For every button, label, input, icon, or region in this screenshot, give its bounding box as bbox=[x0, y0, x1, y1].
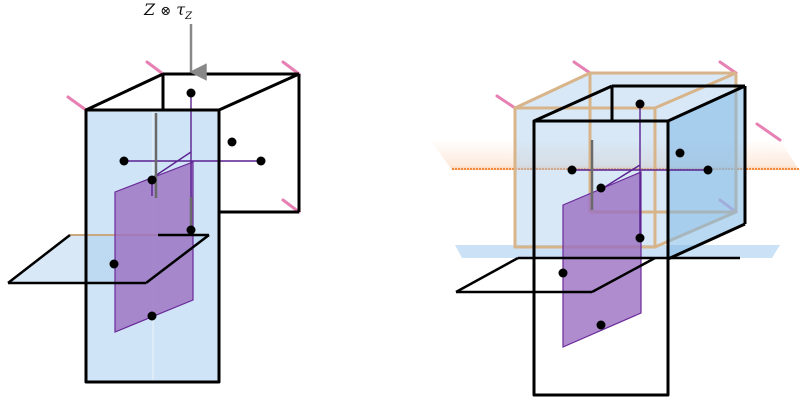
annotation-operator: ⊗ bbox=[160, 4, 172, 19]
left-corner-ticks bbox=[66, 60, 301, 214]
left-cube-frame bbox=[84, 72, 301, 384]
left-points bbox=[109, 88, 266, 321]
annotation-tau: τ bbox=[176, 0, 186, 19]
annotation-subscript: Z bbox=[185, 11, 193, 23]
right-diagram bbox=[430, 60, 799, 397]
annotation-symbol: Z bbox=[144, 0, 156, 19]
right-purple-plane bbox=[562, 171, 642, 348]
right-points bbox=[558, 99, 713, 330]
left-diagram bbox=[7, 24, 301, 384]
left-purple-plane bbox=[114, 161, 194, 333]
annotation-label: Z ⊗ τZ bbox=[144, 0, 192, 22]
